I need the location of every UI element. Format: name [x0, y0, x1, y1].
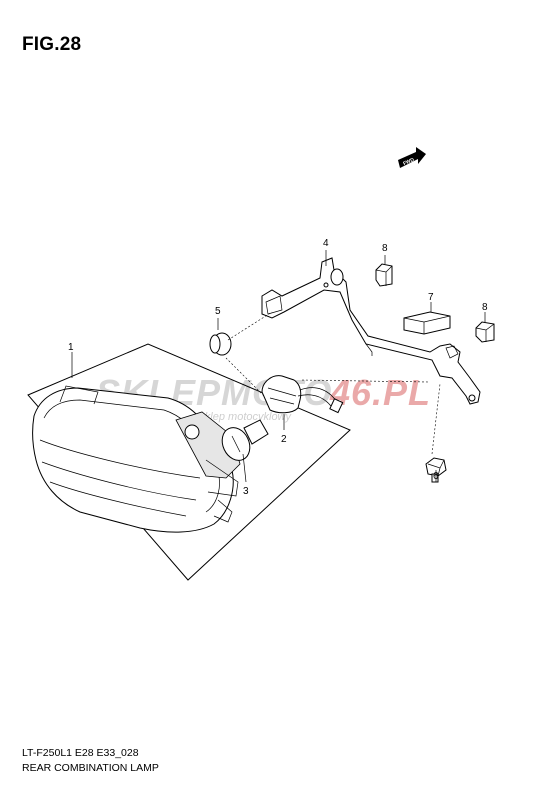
callout-2: 2 [281, 434, 287, 445]
lamp-bracket [261, 257, 481, 405]
callout-8a: 8 [382, 243, 388, 254]
callout-8b: 8 [482, 302, 488, 313]
callout-3: 3 [243, 486, 249, 497]
callout-4: 4 [323, 238, 329, 249]
tail-lamp-housing [32, 385, 241, 533]
model-code: LT-F250L1 E28 E33_028 [22, 747, 139, 759]
bulb-socket [261, 375, 344, 414]
callout-5: 5 [215, 306, 221, 317]
figure-caption: REAR COMBINATION LAMP [22, 762, 159, 774]
callout-1: 1 [68, 342, 74, 353]
bolt [425, 457, 447, 483]
fwd-label: FWD [402, 157, 415, 167]
figure-title: FIG.28 [22, 34, 82, 55]
fwd-arrow-icon: FWD [398, 147, 426, 168]
callout-6: 6 [433, 471, 439, 482]
cushion-b [475, 321, 495, 343]
grommet [209, 332, 232, 356]
watermark-brand-red: 46.PL [329, 372, 431, 413]
bulb [221, 419, 269, 461]
alignment-lines [225, 311, 441, 455]
callout-7: 7 [428, 292, 434, 303]
cushion-a [375, 263, 393, 287]
cushion-pad [403, 311, 451, 335]
